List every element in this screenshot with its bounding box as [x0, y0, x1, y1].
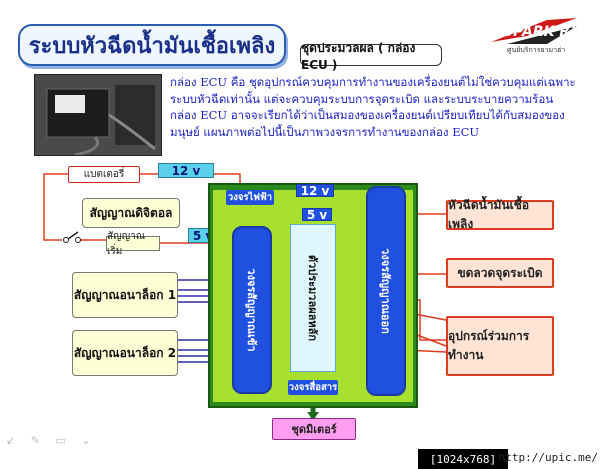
power-circuit-label: วงจรไฟฟ้า — [226, 190, 274, 205]
description-line: มนุษย์ แผนภาพต่อไปนี้เป็นภาพวงจรการทำงาน… — [170, 124, 480, 139]
ecu-photo — [34, 74, 162, 156]
injector-output-box: หัวฉีดน้ำมันเชื้อเพลิง — [446, 198, 554, 231]
slide-tools[interactable]: ↙ ✎ ▭ ⌄ — [6, 434, 97, 447]
brand-logo: SPARK RX 135 ศูนย์บริการยามาฮ่า — [487, 14, 600, 54]
brand-subtext: ศูนย์บริการยามาฮ่า — [507, 46, 565, 54]
inner-5v-badge: 5 v — [302, 208, 332, 222]
input-circuit-block: วงจรสัญญาณเข้า — [232, 226, 272, 394]
analog-signal-1-box: สัญญาณอนาล็อก 1 — [72, 272, 178, 318]
output-circuit-label: วงจรสัญญาณออก — [379, 248, 392, 334]
devices-output-box: อุปกรณ์ร่วมการทำงาน — [446, 316, 554, 376]
description-line: กล่อง ECU อาจจะเรียกได้ว่าเป็นสมองของเคร… — [170, 108, 565, 122]
slide-title: ระบบหัวฉีดน้ำมันเชื้อเพลิง — [18, 24, 286, 66]
description-line: กล่อง ECU คือ ชุดอุปกรณ์ควบคุมการทำงานขอ… — [170, 75, 576, 89]
processor-label: ตัวประมวลผลหลัก — [306, 254, 319, 342]
resolution-label: [1024x768] — [418, 449, 508, 469]
ecu-description: กล่อง ECU คือ ชุดอุปกรณ์ควบคุมการทำงานขอ… — [170, 74, 590, 140]
ignition-coil-output-box: ขดลวดจุดระเบิด — [446, 258, 554, 288]
description-line: ระบบหัวฉีดเท่านั้น แต่จะควบคุมระบบการจุด… — [170, 91, 554, 106]
comm-circuit-label: วงจรสื่อสาร — [288, 380, 338, 395]
input-circuit-label: วงจรสัญญาณเข้า — [245, 268, 258, 352]
digital-signal-box: สัญญาณดิจิตอล — [82, 198, 180, 228]
inner-12v-badge: 12 v — [296, 184, 334, 198]
battery-label: แบตเตอรี่ — [68, 166, 140, 183]
output-circuit-block: วงจรสัญญาณออก — [366, 186, 406, 396]
footer-url[interactable]: http://upic.me/ — [498, 451, 598, 464]
processor-block: ตัวประมวลผลหลัก — [290, 224, 336, 372]
meter-box: ชุดมิเตอร์ — [272, 418, 356, 440]
analog-signal-2-box: สัญญาณอนาล็อก 2 — [72, 330, 178, 376]
start-signal-box: สัญญาณเริ่ม — [106, 231, 160, 257]
brand-text: SPARK RX 135 — [503, 24, 582, 40]
voltage-12v-badge: 12 v — [158, 163, 214, 178]
